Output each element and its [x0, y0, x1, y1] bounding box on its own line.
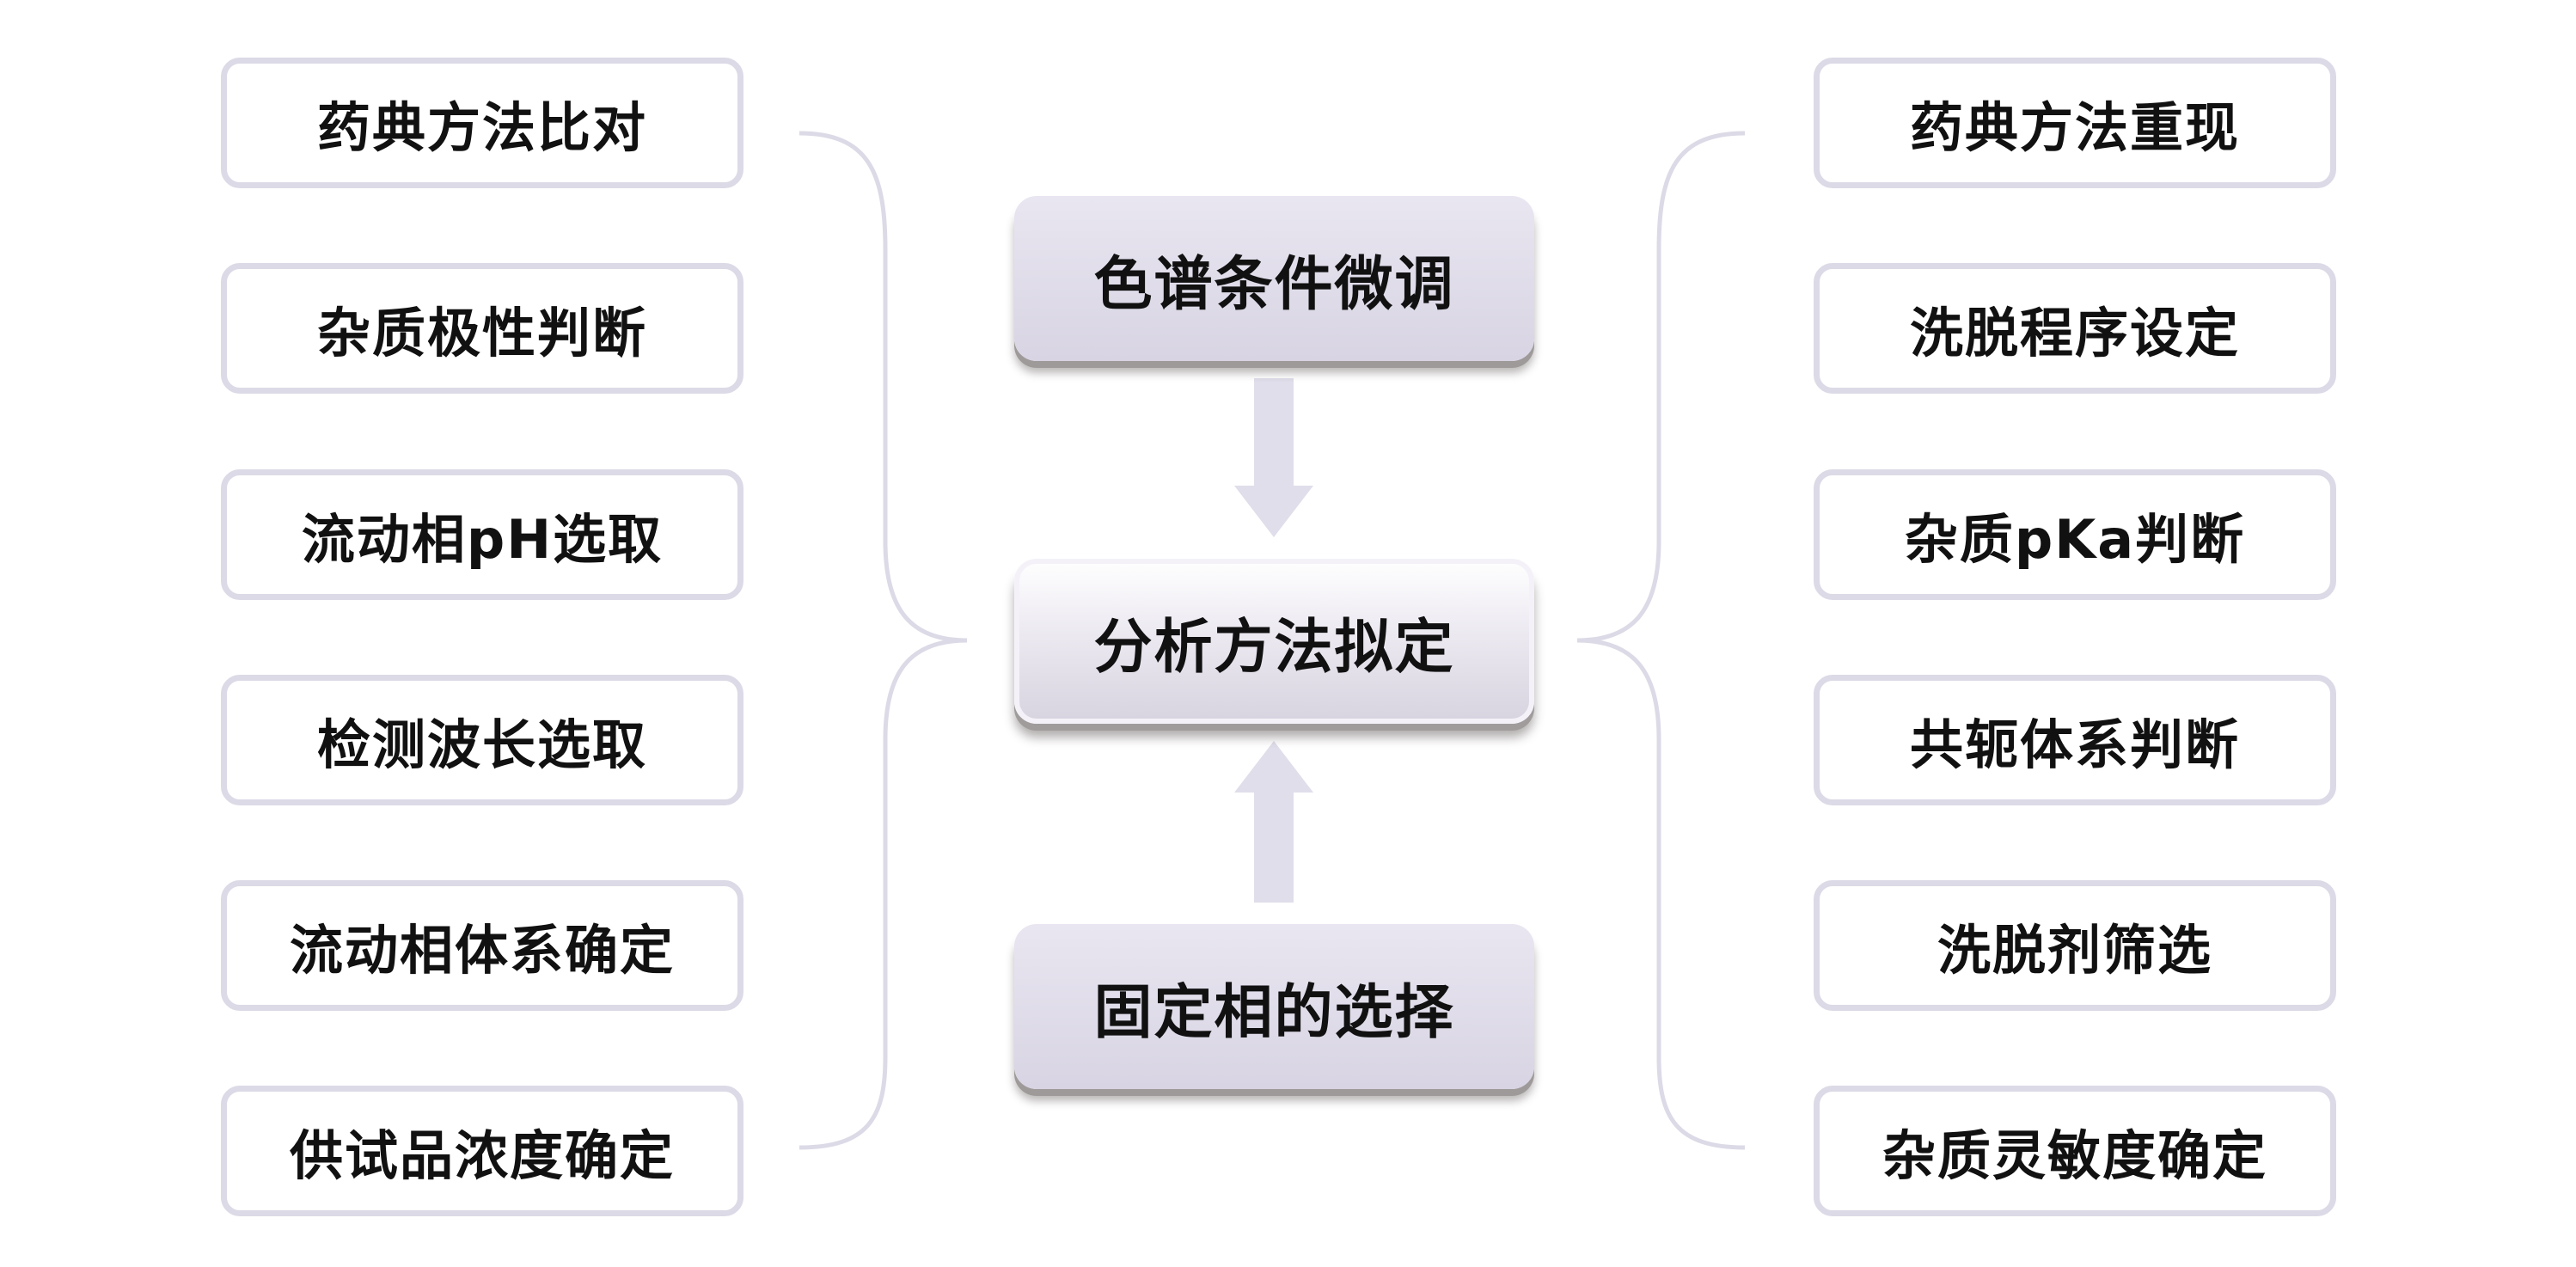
center-bottom-box: 固定相的选择 — [1014, 924, 1534, 1089]
center-main-box: 分析方法拟定 — [1014, 559, 1534, 724]
up-arrow — [1234, 741, 1313, 903]
left-item-6: 供试品浓度确定 — [221, 1086, 743, 1216]
right-item-3: 杂质pKa判断 — [1814, 469, 2336, 600]
left-item-4: 检测波长选取 — [221, 675, 743, 805]
right-item-6: 杂质灵敏度确定 — [1814, 1086, 2336, 1216]
left-item-2: 杂质极性判断 — [221, 263, 743, 394]
right-item-1: 药典方法重现 — [1814, 58, 2336, 188]
down-arrow — [1234, 378, 1313, 537]
right-item-4: 共轭体系判断 — [1814, 675, 2336, 805]
right-item-2: 洗脱程序设定 — [1814, 263, 2336, 394]
left-item-1: 药典方法比对 — [221, 58, 743, 188]
right-item-5: 洗脱剂筛选 — [1814, 880, 2336, 1011]
left-bracket — [798, 131, 968, 1150]
right-bracket — [1576, 131, 1746, 1150]
left-item-5: 流动相体系确定 — [221, 880, 743, 1011]
center-top-box: 色谱条件微调 — [1014, 196, 1534, 361]
left-item-3: 流动相pH选取 — [221, 469, 743, 600]
